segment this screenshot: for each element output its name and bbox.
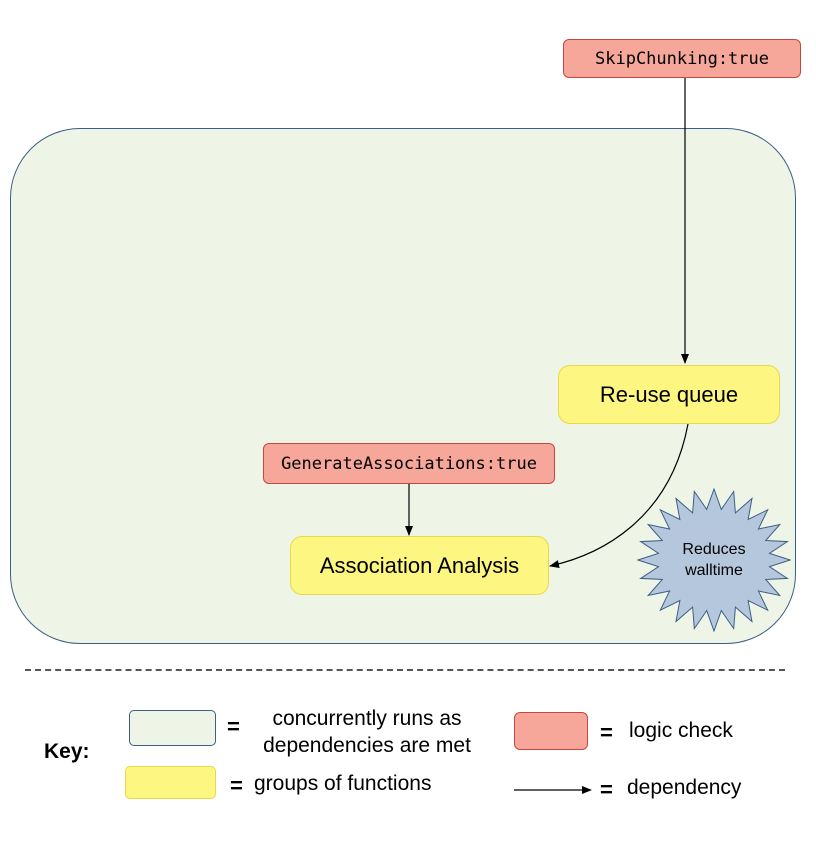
key-equals-logic: = [600, 720, 613, 745]
key-container-swatch [129, 710, 216, 746]
reuse-queue-group: Re-use queue [558, 365, 780, 424]
skip-chunking-logic-check: SkipChunking:true [563, 39, 801, 78]
generate-associations-label: GenerateAssociations:true [281, 453, 537, 474]
key-dependency-arrow [514, 786, 592, 794]
key-title: Key: [44, 740, 90, 763]
key-logic-swatch [514, 712, 588, 750]
generate-associations-logic-check: GenerateAssociations:true [263, 443, 555, 484]
reduces-walltime-line2: walltime [685, 562, 743, 579]
key-dependency-description: dependency [627, 776, 742, 799]
skip-chunking-label: SkipChunking:true [595, 48, 769, 69]
key-divider [25, 669, 785, 671]
edge-reuse-to-association [549, 423, 689, 568]
key-equals-group: = [230, 773, 243, 798]
key-equals-dependency: = [600, 777, 613, 802]
reduces-walltime-label: Reduces walltime [652, 539, 776, 581]
key-group-swatch [125, 766, 216, 799]
key-group-description: groups of functions [254, 772, 432, 795]
key-container-line2: dependencies are met [263, 734, 471, 757]
association-analysis-group: Association Analysis [290, 536, 549, 595]
key-container-line1: concurrently runs as [272, 707, 462, 730]
reduces-walltime-line1: Reduces [682, 541, 746, 558]
association-analysis-label: Association Analysis [319, 552, 520, 578]
key-logic-description: logic check [629, 719, 733, 742]
reduces-walltime-burst [637, 488, 791, 632]
key-container-description: concurrently runs as dependencies are me… [244, 705, 490, 759]
key-equals-container: = [227, 714, 240, 739]
reuse-queue-label: Re-use queue [599, 381, 739, 407]
